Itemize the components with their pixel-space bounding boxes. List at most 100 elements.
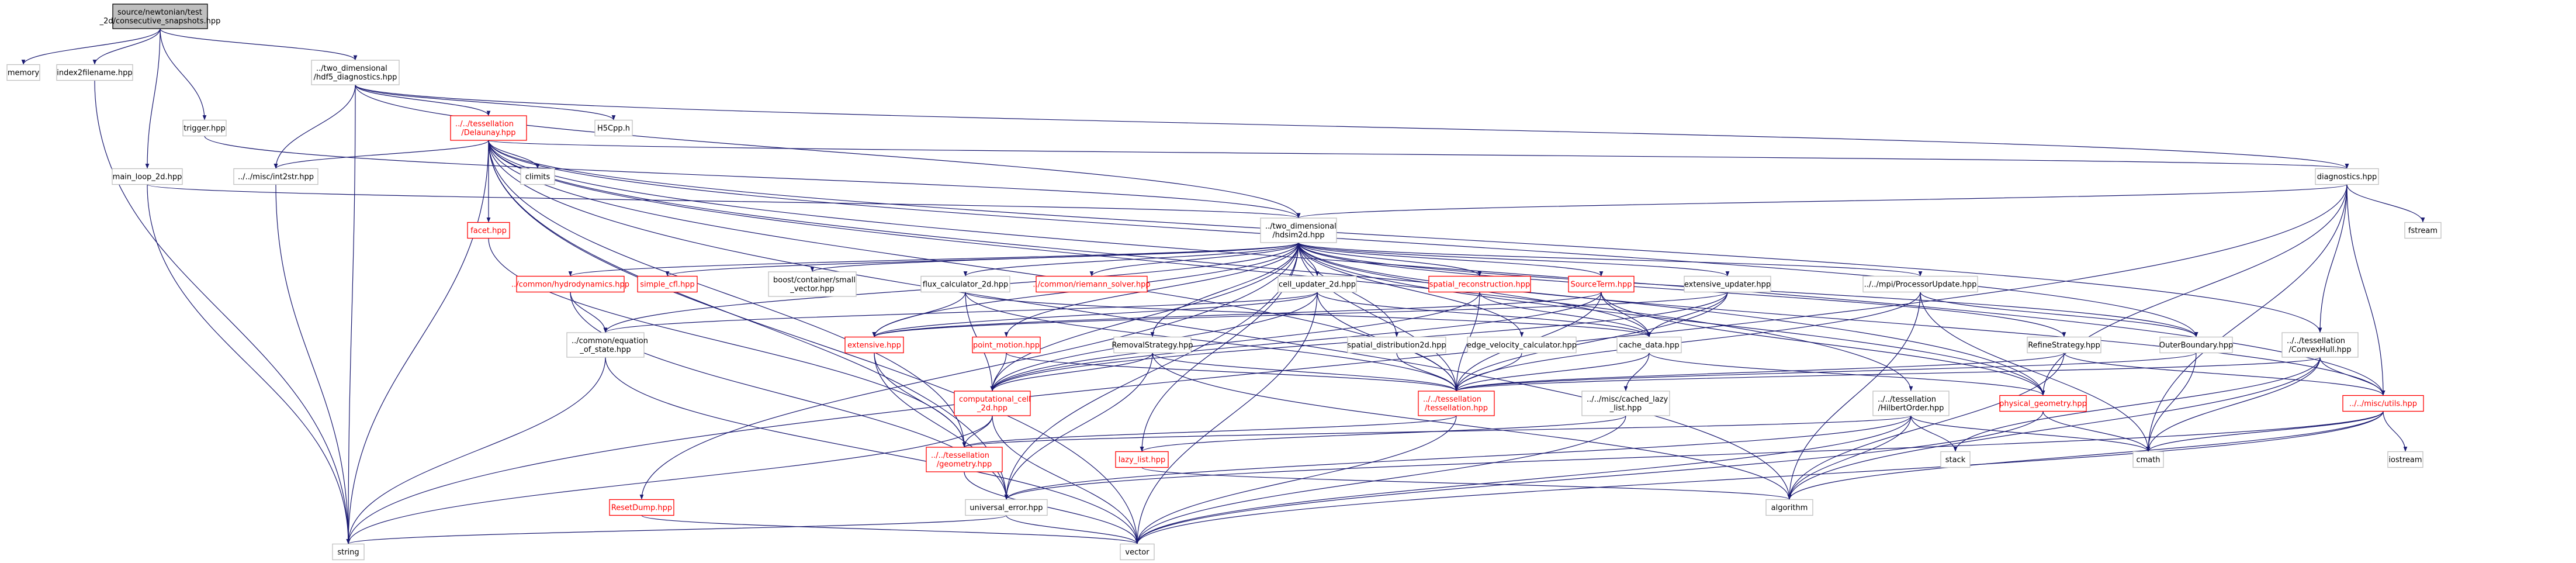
edge-spatrec-to-compcell	[990, 292, 1480, 392]
node-label-line: memory	[8, 69, 40, 78]
edge-delaunay-to-string	[346, 140, 489, 544]
node-label-line: cache_data.hpp	[1619, 341, 1679, 350]
node-label-line: cmath	[2136, 456, 2160, 465]
node-box-memory	[6, 64, 40, 81]
node-extupd[interactable]: extensive_updater.hpp	[1684, 275, 1771, 293]
node-cachedlazy[interactable]: ../../misc/cached_lazy_list.hpp	[1581, 391, 1670, 416]
edge-spatdist-to-tessellation	[1396, 353, 1459, 392]
node-label-line: /hdf5_diagnostics.hpp	[314, 73, 397, 82]
edge-physgeom-to-vector	[1135, 411, 2044, 544]
edges-layer	[21, 28, 2425, 545]
node-procupd[interactable]: ../../mpi/ProcessorUpdate.hpp	[1862, 275, 1978, 293]
node-label-line: ../../tessellation	[1878, 395, 1936, 404]
node-box-outerbound	[2159, 336, 2233, 354]
node-label-line: extensive.hpp	[847, 341, 901, 350]
node-pointmotion[interactable]: point_motion.hpp	[972, 336, 1041, 354]
edge-removal-to-univerror	[1004, 353, 1153, 500]
node-label-line: universal_error.hpp	[970, 504, 1043, 513]
node-string: string	[332, 543, 365, 561]
edge-delaunay-to-vector	[488, 140, 1140, 544]
node-label-lazylist: lazy_list.hpp	[1119, 456, 1166, 465]
node-box-delaunay	[450, 115, 527, 141]
node-label-line: extensive_updater.hpp	[1684, 281, 1771, 289]
node-univerror[interactable]: universal_error.hpp	[965, 499, 1048, 516]
edge-sourceterm-to-physgeom	[1601, 292, 2045, 396]
edge-diagnostics-to-utils	[2346, 184, 2385, 396]
node-label-facet: facet.hpp	[470, 227, 507, 236]
node-diagnostics[interactable]: diagnostics.hpp	[2315, 168, 2379, 185]
node-label-hilbert: ../../tessellation/HilbertOrder.hpp	[1878, 395, 1944, 413]
node-label-root: source/newtonian/test_2d/consecutive_sna…	[99, 8, 221, 26]
node-utils[interactable]: ../../misc/utils.hpp	[2342, 395, 2424, 412]
node-box-geometry	[926, 447, 1003, 472]
node-label-line: index2filename.hpp	[57, 69, 132, 78]
node-hdsim[interactable]: ../two_dimensional/hdsim2d.hpp	[1260, 217, 1337, 243]
edge-convexhull-to-cmath	[2146, 357, 2321, 452]
node-outerbound[interactable]: OuterBoundary.hpp	[2159, 336, 2234, 354]
node-convexhull[interactable]: ../../tessellation/ConvexHull.hpp	[2281, 332, 2359, 358]
node-label-eos: ../common/equation_of_state.hpp	[572, 337, 648, 354]
node-index2name[interactable]: index2filename.hpp	[56, 64, 133, 81]
node-label-line: ../../misc/cached_lazy	[1587, 395, 1668, 404]
edge-root-to-memory	[21, 28, 161, 65]
node-label-line: ../two_dimensional	[1265, 222, 1337, 231]
node-sourceterm[interactable]: SourceTerm.hpp	[1568, 275, 1635, 293]
edge-hdsim-to-refine	[1298, 242, 2066, 337]
node-cellupd[interactable]: cell_updater_2d.hpp	[1277, 275, 1357, 293]
node-hdf5diag[interactable]: ../two_dimensional/hdf5_diagnostics.hpp	[311, 60, 400, 85]
node-spatdist[interactable]: spatial_distribution2d.hpp	[1347, 336, 1446, 354]
node-hydro[interactable]: ../common/hydrodynamics.hpp	[511, 275, 629, 293]
node-label-line: ../../misc/int2str.hpp	[238, 173, 314, 182]
node-spatrec[interactable]: spatial_reconstruction.hpp	[1428, 275, 1531, 293]
node-removal[interactable]: RemovalStrategy.hpp	[1112, 336, 1193, 354]
node-mainloop[interactable]: main_loop_2d.hpp	[112, 168, 183, 185]
node-tessellation[interactable]: ../../tessellation/tessellation.hpp	[1418, 391, 1495, 416]
edge-diagnostics-to-hdsim	[1297, 184, 2348, 219]
node-resetdump[interactable]: ResetDump.hpp	[609, 499, 674, 516]
node-delaunay[interactable]: ../../tessellation/Delaunay.hpp	[450, 115, 527, 141]
node-root: source/newtonian/test_2d/consecutive_sna…	[99, 4, 221, 29]
node-lazylist[interactable]: lazy_list.hpp	[1115, 451, 1169, 468]
node-riemann[interactable]: ../common/riemann_solver.hpp	[1033, 275, 1151, 293]
node-box-convexhull	[2281, 332, 2359, 358]
node-geometry[interactable]: ../../tessellation/geometry.hpp	[926, 447, 1003, 472]
node-box-riemann	[1036, 275, 1148, 293]
node-box-pointmotion	[972, 336, 1041, 354]
node-refine[interactable]: RefineStrategy.hpp	[2027, 336, 2101, 354]
node-int2str[interactable]: ../../misc/int2str.hpp	[233, 168, 318, 185]
node-box-hydro	[516, 275, 625, 293]
node-compcell[interactable]: computational_cell_2d.hpp	[954, 391, 1031, 416]
node-box-spatdist	[1347, 336, 1446, 354]
node-label-line: RemovalStrategy.hpp	[1112, 341, 1193, 350]
node-fluxcalc[interactable]: flux_calculator_2d.hpp	[920, 275, 1010, 293]
edge-extupd-to-tessellation	[1454, 292, 1728, 392]
node-facet[interactable]: facet.hpp	[467, 222, 510, 239]
edge-cachedlazy-to-vector	[1135, 415, 1626, 544]
edge-tessellation-to-geometry	[962, 415, 1457, 448]
edge-root-to-mainloop	[145, 28, 161, 169]
node-box-climits	[520, 168, 555, 185]
node-eos[interactable]: ../common/equation_of_state.hpp	[566, 332, 648, 358]
edge-delaunay-to-geometry	[488, 140, 967, 448]
node-edgevel[interactable]: edge_velocity_calculator.hpp	[1467, 336, 1577, 354]
edge-cellupd-to-cachedata	[1317, 292, 1651, 337]
edge-extupd-to-extensive	[872, 292, 1728, 337]
node-label-utils: ../../misc/utils.hpp	[2349, 400, 2417, 409]
edge-extensive-to-geometry	[874, 353, 967, 448]
node-label-line: ResetDump.hpp	[611, 504, 672, 513]
node-label-line: ../../tessellation	[455, 120, 514, 129]
edge-hdsim-to-boostvec	[810, 242, 1299, 272]
edge-delaunay-to-diagnostics	[488, 140, 2349, 170]
node-physgeom[interactable]: physical_geometry.hpp	[1999, 395, 2087, 412]
node-extensive[interactable]: extensive.hpp	[844, 336, 904, 354]
node-hilbert[interactable]: ../../tessellation/HilbertOrder.hpp	[1872, 391, 1950, 416]
node-box-algorithm	[1765, 499, 1813, 516]
node-cachedata[interactable]: cache_data.hpp	[1616, 336, 1682, 354]
edge-facet-to-geometry	[488, 238, 967, 448]
edge-hilbert-to-cmath	[1910, 415, 2151, 452]
edge-hdsim-to-physgeom	[1298, 242, 2045, 396]
node-label-spatrec: spatial_reconstruction.hpp	[1429, 281, 1531, 289]
node-trigger[interactable]: trigger.hpp	[182, 119, 227, 137]
node-simplecfl[interactable]: simple_cfl.hpp	[637, 275, 698, 293]
